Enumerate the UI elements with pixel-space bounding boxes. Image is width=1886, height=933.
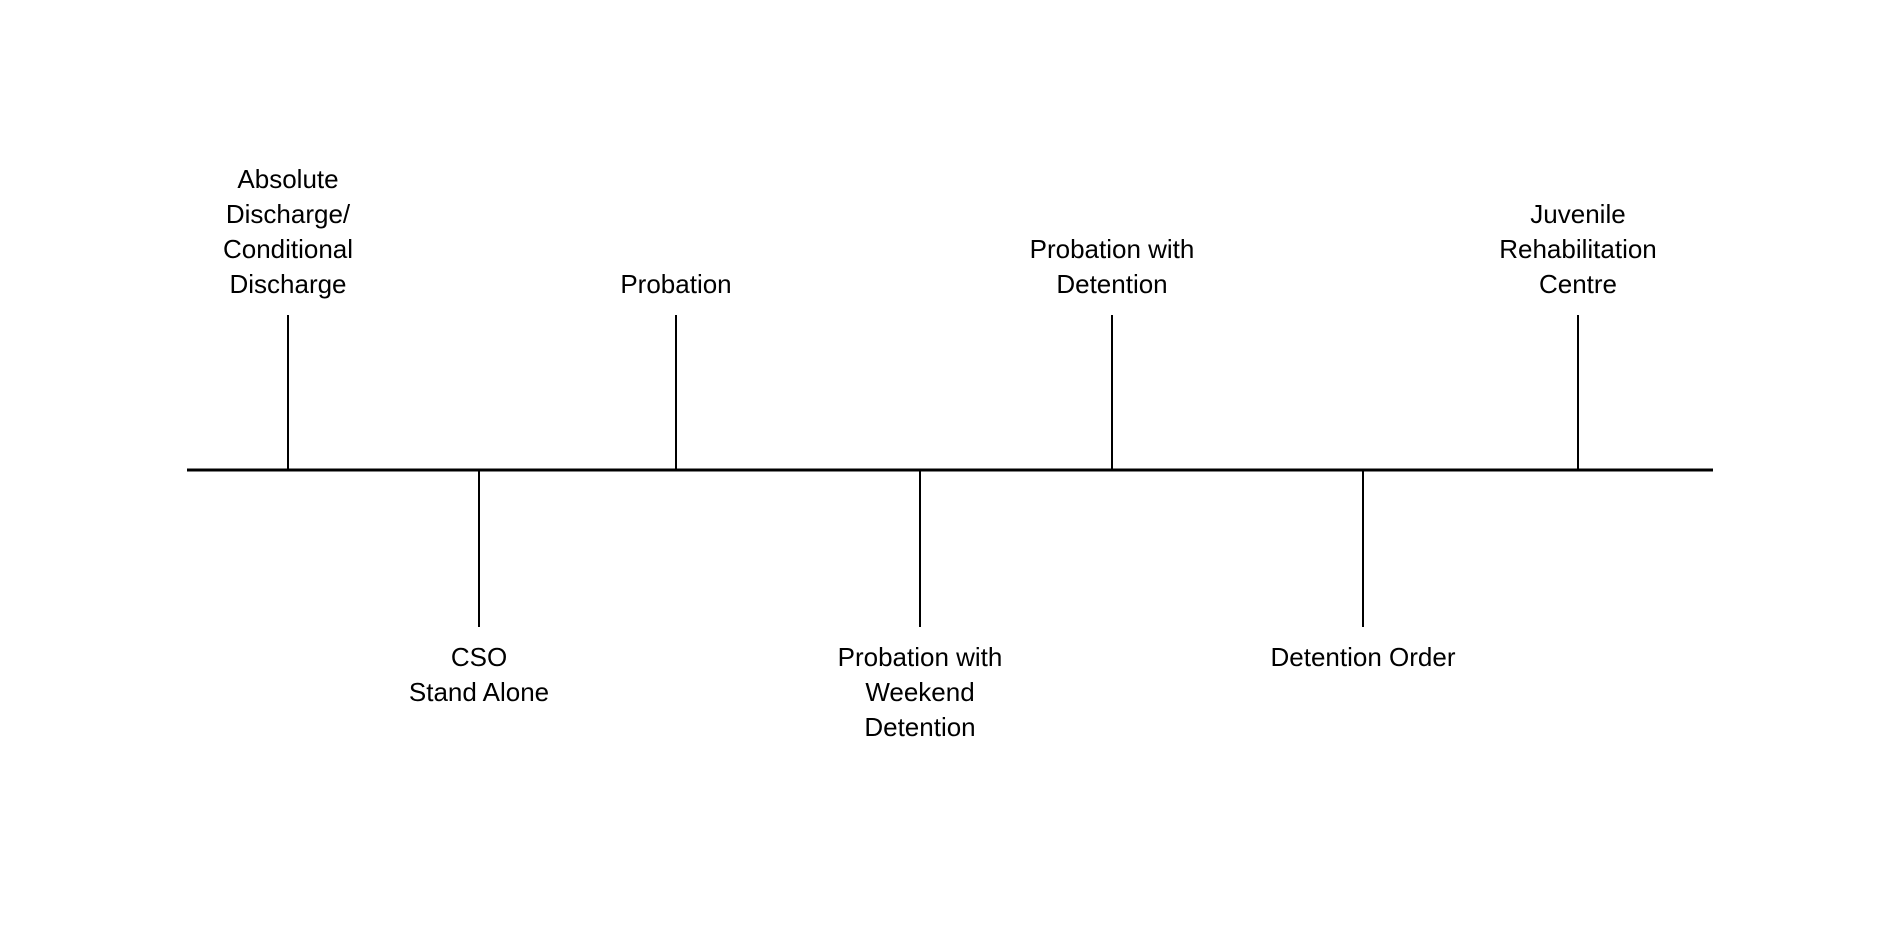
label-line: Conditional bbox=[222, 234, 354, 264]
label-line: CSO bbox=[450, 642, 508, 672]
label-line: Probation with bbox=[1029, 234, 1195, 264]
label-line: Detention Order bbox=[1270, 642, 1456, 672]
label-line: Discharge/ bbox=[225, 199, 351, 229]
label-line: Absolute bbox=[237, 164, 339, 194]
label-line: Probation with bbox=[837, 642, 1003, 672]
label-line: Stand Alone bbox=[408, 677, 550, 707]
label-line: Juvenile bbox=[1530, 199, 1626, 229]
label-line: Weekend bbox=[865, 677, 975, 707]
label-detention-order: Detention Order bbox=[1243, 640, 1483, 675]
label-line: Detention bbox=[1056, 269, 1168, 299]
label-line: Discharge bbox=[229, 269, 347, 299]
label-line: Centre bbox=[1538, 269, 1618, 299]
label-line: Rehabilitation bbox=[1499, 234, 1657, 264]
label-probation: Probation bbox=[556, 267, 796, 302]
label-line: Detention bbox=[864, 712, 976, 742]
label-cso-stand-alone: CSO Stand Alone bbox=[359, 640, 599, 710]
label-line: Probation bbox=[620, 269, 732, 299]
